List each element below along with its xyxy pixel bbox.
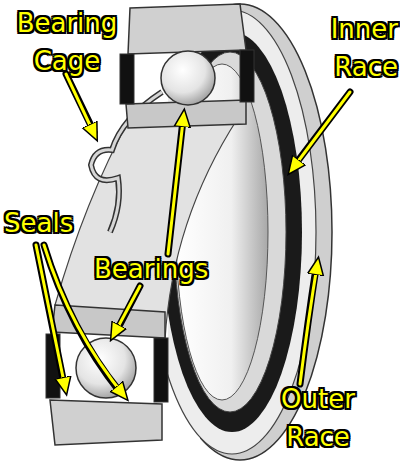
- seal: [120, 54, 134, 104]
- leader-core: [36, 74, 350, 398]
- outer-race-section: [128, 4, 246, 54]
- part-label: Bearings: [94, 250, 254, 288]
- part-label: Outer Race: [262, 380, 374, 456]
- leader-arrow: [66, 74, 96, 138]
- part-label: Seals: [4, 204, 94, 242]
- seal-ring: [168, 32, 302, 432]
- seal: [240, 50, 254, 102]
- leader-arrow: [290, 92, 350, 172]
- leader-casing: [36, 74, 350, 392]
- leader-arrow: [168, 112, 184, 254]
- leader-arrow: [300, 260, 318, 384]
- ball: [161, 51, 215, 105]
- outer-race-section: [50, 400, 162, 445]
- seal: [154, 338, 168, 402]
- leader-arrow: [112, 286, 140, 338]
- part-label: Inner Race: [306, 10, 398, 86]
- part-label: Bearing Cage: [2, 4, 132, 80]
